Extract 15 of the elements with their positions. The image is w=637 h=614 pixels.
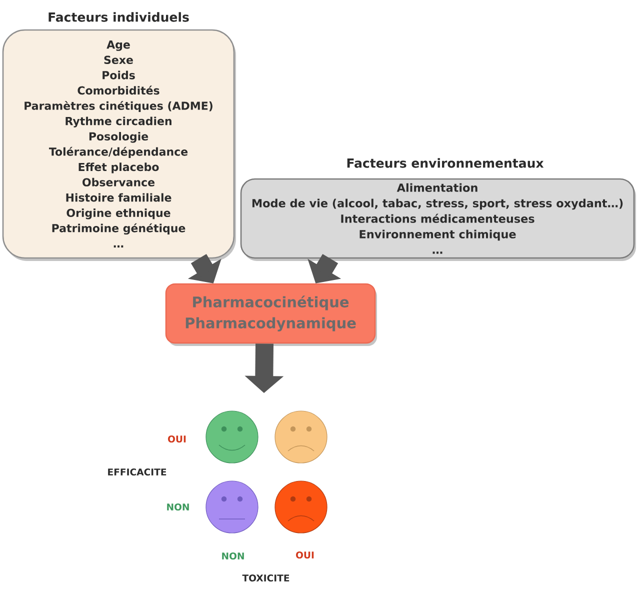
- neutral-face: [206, 480, 258, 534]
- sad-face: [274, 410, 328, 464]
- factor-box: Age Sexe Poids Comorbidités Paramètres cinétiques (ADME) Rythme circadien Posologie Tolérance/dépendance Effet placebo Observance Histoire familiale Origine ethnique Patrimoine génétique …: [2, 29, 236, 261]
- happy-face: [206, 410, 258, 464]
- sad-face: [274, 480, 328, 534]
- column-label: OUI: [296, 552, 314, 559]
- factor-box: Alimentation Mode de vie (alcool, tabac, stress, sport, stress oxydant…) Interactions médicamenteuses Environnement chimique …: [240, 178, 636, 261]
- axis-title: EFFICACITE: [108, 468, 166, 476]
- box-heading: Facteurs individuels: [48, 12, 189, 22]
- column-label: NON: [222, 552, 244, 560]
- process-box: Pharmacocinétique Pharmacodynamique: [165, 283, 377, 346]
- axis-title: TOXICITE: [242, 574, 290, 582]
- box-heading: Facteurs environnementaux: [347, 158, 544, 168]
- row-label: OUI: [168, 436, 186, 443]
- row-label: NON: [167, 504, 189, 511]
